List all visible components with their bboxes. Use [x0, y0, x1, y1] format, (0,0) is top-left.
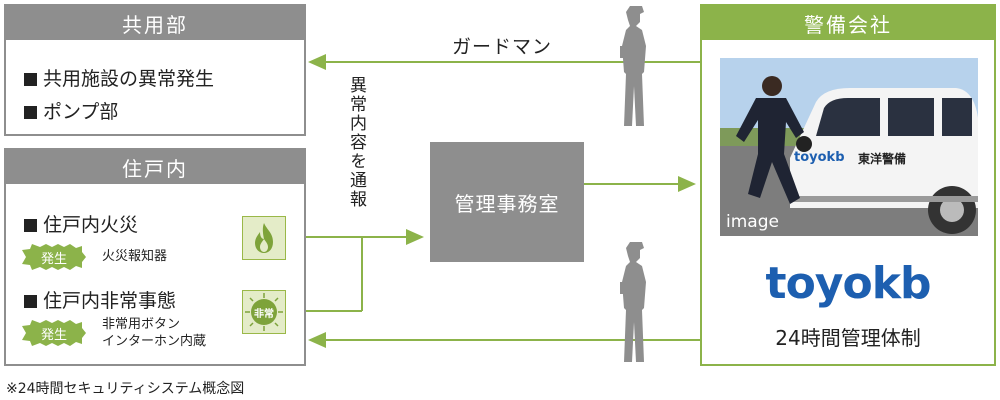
- common-item-pump: ポンプ部: [24, 97, 118, 124]
- emergency-detail-line1: 非常用ボタン: [102, 317, 181, 332]
- bullet-square-icon: [24, 219, 37, 232]
- brand-logo: toyokb: [765, 258, 932, 309]
- car-brand-text: toyokb: [794, 150, 845, 165]
- common-area-header: 共用部: [6, 6, 304, 40]
- report-vertical-label: 異常内容を通報: [346, 76, 366, 209]
- security-company-box: 警備会社 toyokb 東洋警備 image toyokb 24時間管理体制: [700, 4, 996, 366]
- common-item-facility: 共用施設の異常発生: [24, 64, 214, 91]
- bullet-square-icon: [24, 73, 37, 86]
- emergency-badge: 発生: [22, 320, 86, 346]
- guard-silhouette-icon: [620, 6, 646, 126]
- fire-icon: [242, 216, 286, 260]
- residence-emergency-label: 住戸内非常事態: [24, 286, 176, 313]
- burst-badge-icon: [22, 244, 86, 270]
- emergency-detail-line2: インターホン内蔵: [102, 334, 207, 349]
- footnote: ※24時間セキュリティシステム概念図: [6, 381, 245, 397]
- security-company-header: 警備会社: [702, 6, 994, 40]
- control-room-box: 管理事務室: [430, 142, 584, 262]
- image-caption: image: [726, 212, 779, 232]
- residence-box: 住戸内 住戸内火災 発生 火災報知器 住戸内非常事態 発生 非常用ボタン インタ…: [4, 148, 306, 366]
- residence-header: 住戸内: [6, 150, 304, 184]
- bullet-square-icon: [24, 295, 37, 308]
- fire-badge: 発生: [22, 244, 86, 270]
- brand-subtitle: 24時間管理体制: [775, 326, 921, 350]
- bullet-square-icon: [24, 106, 37, 119]
- fire-detail: 火災報知器: [102, 249, 168, 264]
- emergency-icon-text: 非常: [254, 308, 274, 320]
- guard-silhouette-icon: [620, 242, 646, 362]
- emergency-button-icon: 非常: [242, 290, 286, 334]
- car-company-text: 東洋警備: [858, 152, 907, 166]
- guard-label: ガードマン: [452, 36, 553, 58]
- residence-fire-label: 住戸内火災: [24, 210, 138, 237]
- burst-badge-icon: [22, 320, 86, 346]
- common-area-box: 共用部 共用施設の異常発生 ポンプ部: [4, 4, 306, 136]
- security-car-image: toyokb 東洋警備 image: [720, 58, 978, 236]
